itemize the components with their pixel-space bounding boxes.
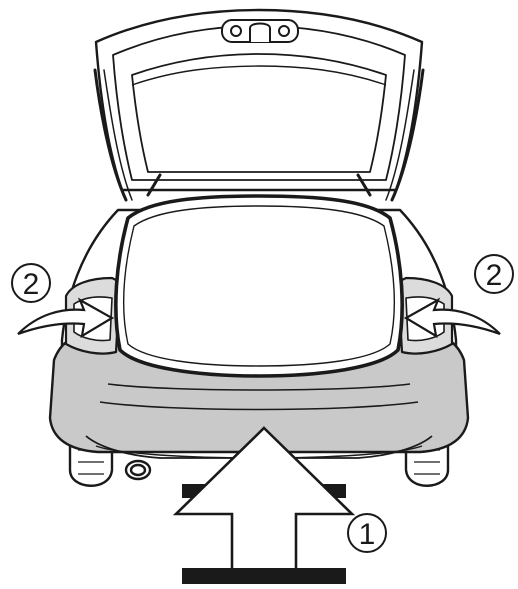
trunk-opening — [114, 194, 404, 378]
marker-2-right-label: 2 — [486, 259, 503, 292]
marker-2-right: 2 — [474, 254, 514, 294]
marker-2-left: 2 — [11, 263, 51, 303]
marker-2-left-label: 2 — [23, 268, 40, 301]
brake-light — [221, 19, 299, 43]
up-arrow-icon — [172, 426, 356, 584]
gas-struts — [93, 68, 425, 202]
marker-1-label: 1 — [359, 518, 376, 551]
tailgate — [94, 8, 424, 192]
curved-arrow-icon-right — [403, 297, 501, 339]
marker-1: 1 — [347, 513, 387, 553]
curved-arrow-icon-left — [17, 297, 115, 339]
